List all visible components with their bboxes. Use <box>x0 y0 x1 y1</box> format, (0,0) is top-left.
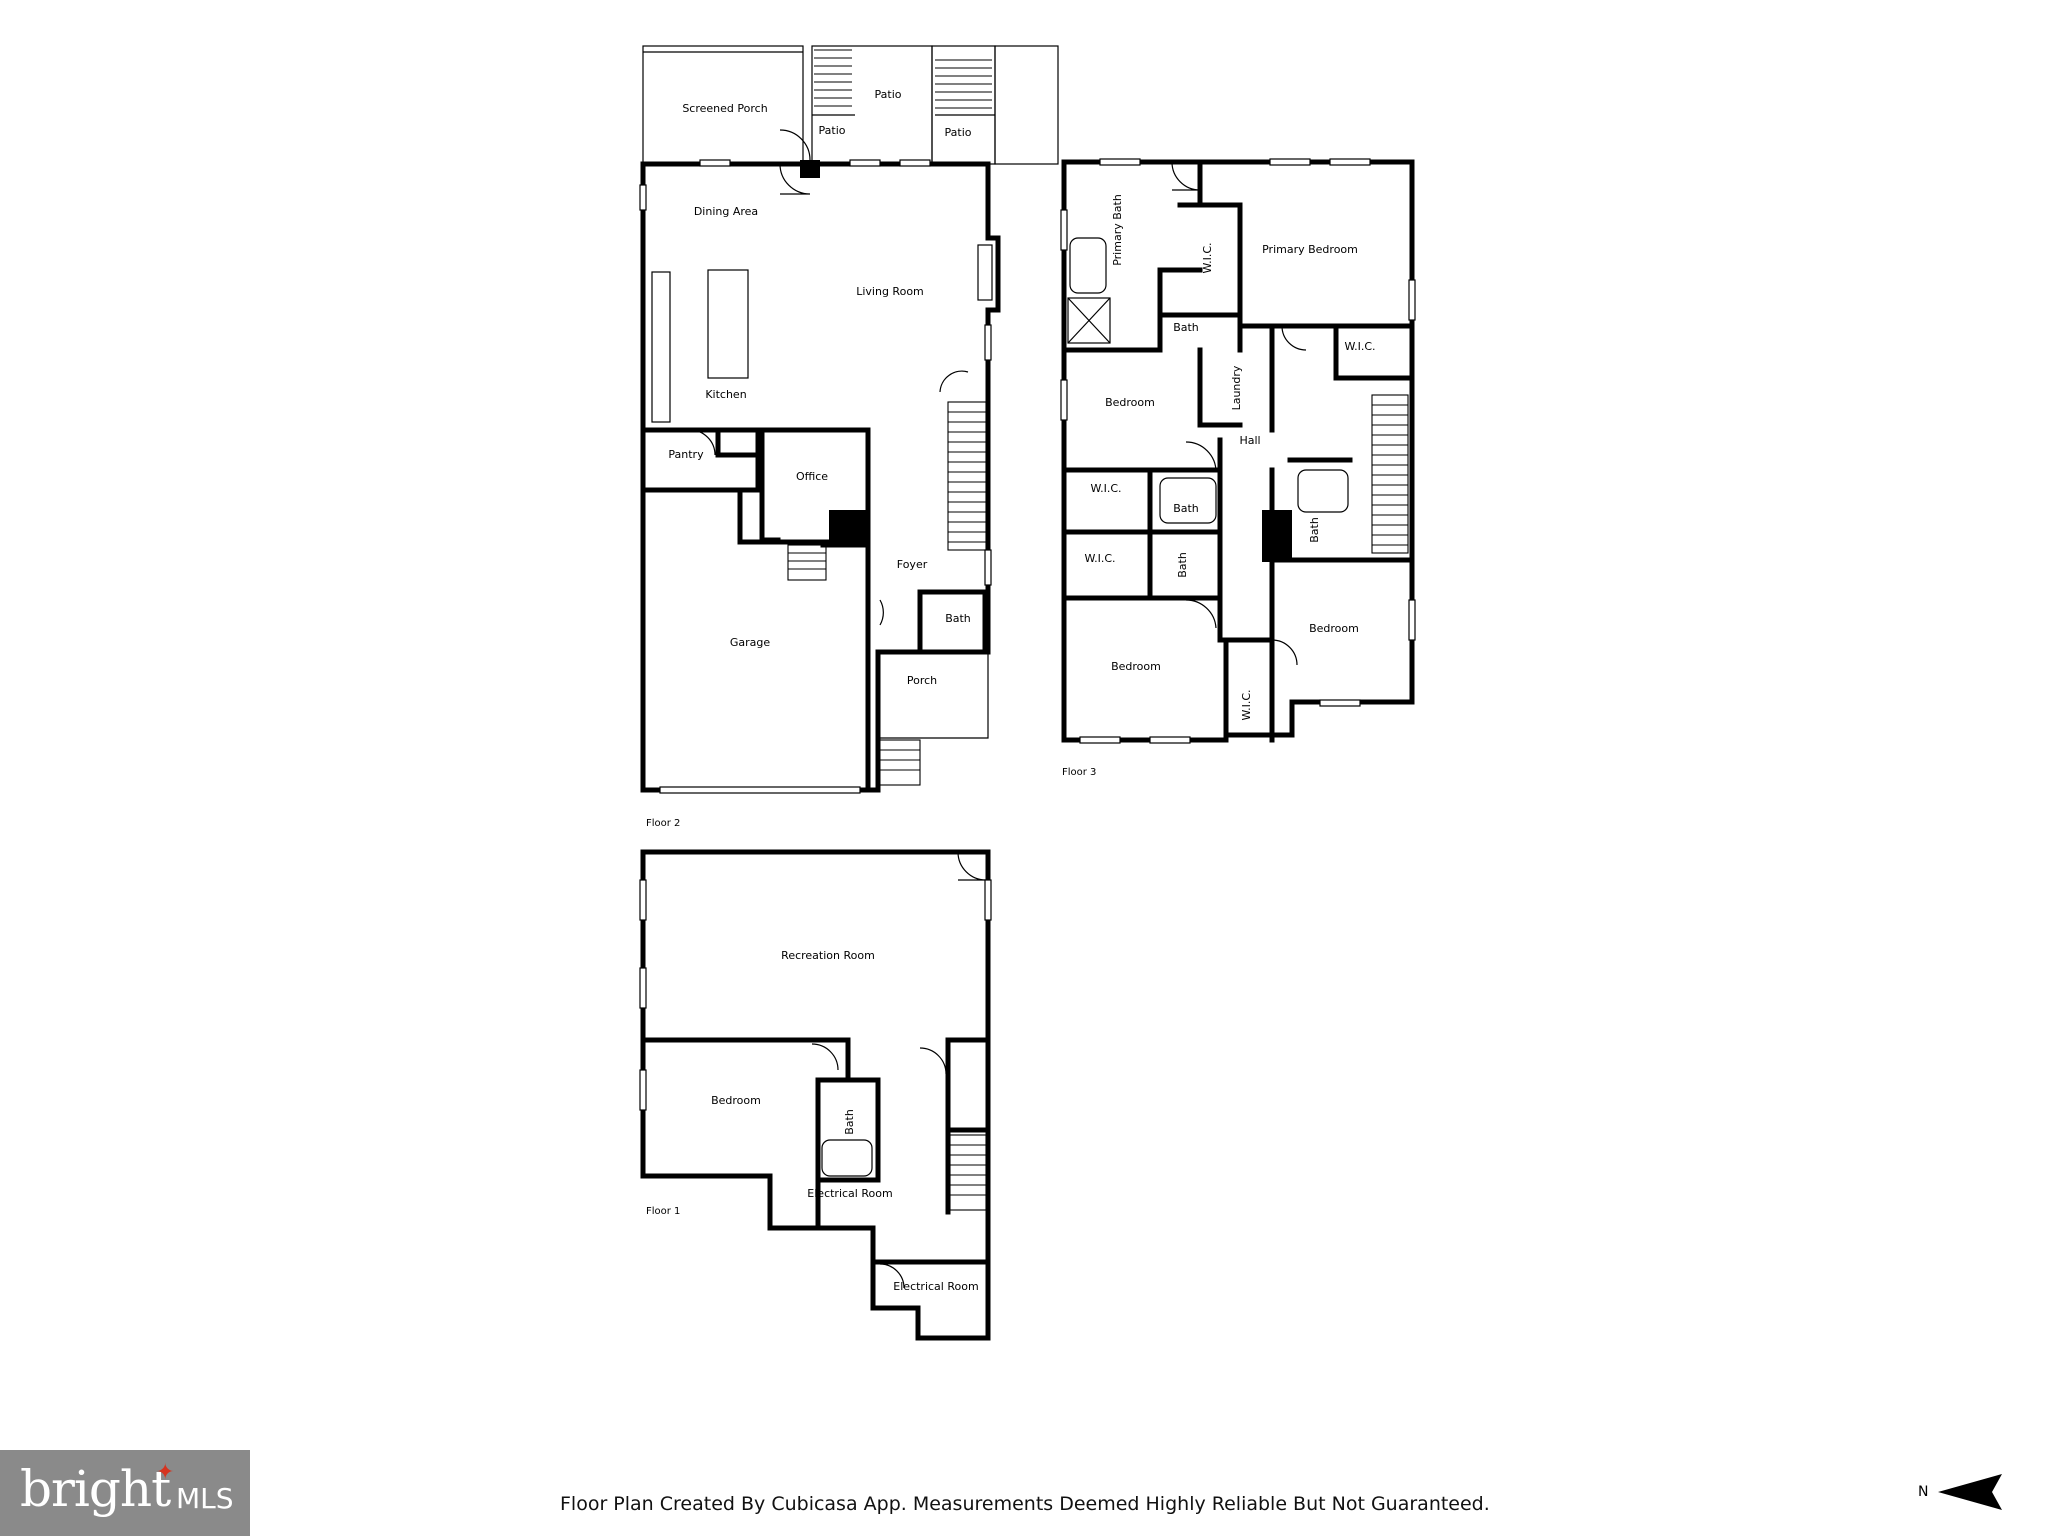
room-label: Bedroom <box>711 1094 761 1107</box>
floor-2-plan <box>639 45 1059 794</box>
room-label: Dining Area <box>694 205 758 218</box>
room-label: Bedroom <box>1105 396 1155 409</box>
room-label: Patio <box>819 124 846 137</box>
room-label: Primary Bedroom <box>1262 243 1358 256</box>
room-label: W.I.C. <box>1344 340 1375 353</box>
room-label: Bedroom <box>1309 622 1359 635</box>
bright-mls-logo: bright ✦ MLS <box>0 1450 250 1536</box>
room-label: Recreation Room <box>781 949 875 962</box>
room-label: Bedroom <box>1111 660 1161 673</box>
room-labels: Screened Porch Patio Patio Patio Dining … <box>668 88 1375 1293</box>
room-label: Porch <box>907 674 937 687</box>
floor-label: Floor 3 <box>1062 767 1096 778</box>
room-label: Bath <box>1173 321 1199 334</box>
room-label: Electrical Room <box>807 1187 892 1200</box>
floor-label: Floor 2 <box>646 818 680 829</box>
logo-spark-icon: ✦ <box>156 1460 175 1485</box>
room-label: Office <box>796 470 828 483</box>
room-label: Patio <box>945 126 972 139</box>
room-label: Bath <box>843 1109 856 1135</box>
room-label: Kitchen <box>705 388 746 401</box>
room-label: Bath <box>945 612 971 625</box>
floor-label: Floor 1 <box>646 1206 680 1217</box>
room-label: Screened Porch <box>682 102 767 115</box>
logo-suffix: MLS <box>176 1482 234 1515</box>
room-label: W.I.C. <box>1090 482 1121 495</box>
room-label: Pantry <box>668 448 704 461</box>
room-label: Patio <box>875 88 902 101</box>
compass-label: N <box>1918 1484 1928 1500</box>
room-label: W.I.C. <box>1201 242 1214 273</box>
room-label: Garage <box>730 636 771 649</box>
room-label: Bath <box>1308 517 1321 543</box>
room-label: W.I.C. <box>1084 552 1115 565</box>
room-label: Electrical Room <box>893 1280 978 1293</box>
north-arrow-icon: N <box>1918 1474 2002 1510</box>
room-label: Hall <box>1239 434 1260 447</box>
floor-1-plan <box>639 849 992 1341</box>
room-label: Foyer <box>897 558 928 571</box>
logo-wordmark: bright <box>20 1460 171 1518</box>
room-label: Primary Bath <box>1111 194 1124 266</box>
footer-disclaimer: Floor Plan Created By Cubicasa App. Meas… <box>560 1493 1490 1515</box>
room-label: Bath <box>1173 502 1199 515</box>
room-label: Bath <box>1176 552 1189 578</box>
room-label: W.I.C. <box>1240 689 1253 720</box>
room-label: Laundry <box>1230 365 1243 410</box>
floor-3-plan <box>1060 158 1416 744</box>
room-label: Living Room <box>856 285 924 298</box>
